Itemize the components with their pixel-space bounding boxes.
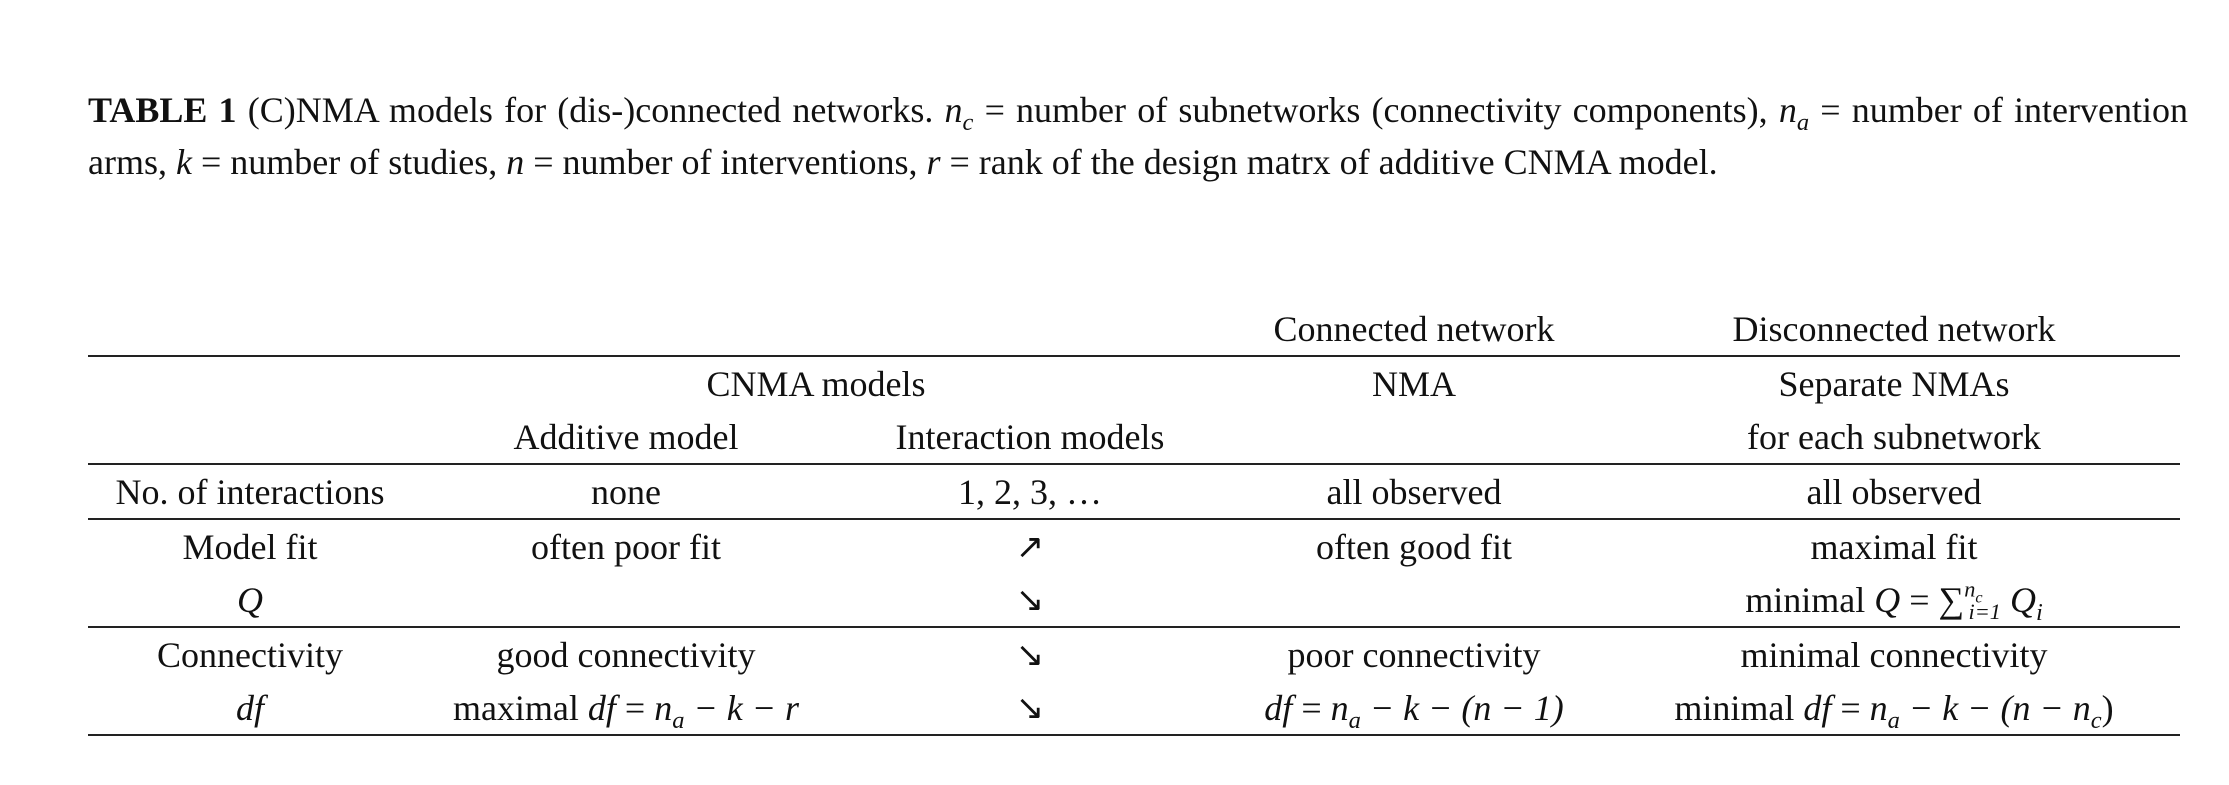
header-disconnected-network: Disconnected network	[1608, 302, 2180, 357]
table-cell: all observed	[1608, 464, 2180, 520]
table-cell: minimal df = na − k − (n − nc)	[1608, 681, 2180, 736]
header-row-submodels: Additive model Interaction models for ea…	[88, 410, 2180, 465]
header-row-network: Connected network Disconnected network	[88, 302, 2180, 357]
row-label: Q	[88, 573, 412, 628]
header-separate-nmas: Separate NMAs	[1778, 363, 2010, 404]
row-label: No. of interactions	[88, 464, 412, 520]
table-row-interactions: No. of interactions none 1, 2, 3, … all …	[88, 464, 2180, 520]
caption-label: TABLE 1	[88, 90, 237, 130]
table-cell: maximal df = na − k − r	[412, 681, 840, 736]
table-cell: none	[412, 464, 840, 520]
table-caption: TABLE 1 (C)NMA models for (dis-)connecte…	[88, 90, 2188, 182]
table-cell: maximal fit	[1810, 526, 1978, 567]
arrow-down-right-icon: ↘	[1015, 634, 1045, 675]
table-cell: minimal Q = ∑nci=1 Qi	[1608, 573, 2180, 628]
header-for-each-subnetwork: for each subnetwork	[1608, 410, 2180, 465]
row-label: Connectivity	[157, 634, 343, 675]
table-cell: minimal connectivity	[1740, 634, 2048, 675]
cnma-table: Connected network Disconnected network C…	[88, 302, 2180, 736]
table-cell: poor connectivity	[1287, 634, 1541, 675]
table-cell: all observed	[1220, 464, 1608, 520]
arrow-up-right-icon: ↗	[1015, 526, 1045, 567]
header-additive-model: Additive model	[412, 410, 840, 465]
table-cell: df = na − k − (n − 1)	[1220, 681, 1608, 736]
header-nma: NMA	[1371, 363, 1456, 404]
table-row-q: Q ↘ minimal Q = ∑nci=1 Qi	[88, 573, 2180, 628]
table-cell: 1, 2, 3, …	[840, 464, 1220, 520]
header-connected-network: Connected network	[1220, 302, 1608, 357]
table-cell: often good fit	[1316, 526, 1512, 567]
header-row-models: CNMA models NMA Separate NMAs	[88, 356, 2180, 410]
table-row-connectivity: Connectivity good connectivity ↘ poor co…	[88, 627, 2180, 681]
table-cell: good connectivity	[496, 634, 756, 675]
table-row-df: df maximal df = na − k − r ↘ df = na − k…	[88, 681, 2180, 736]
header-cnma-models: CNMA models	[706, 363, 926, 404]
row-label: Model fit	[182, 526, 318, 567]
table-row-model-fit: Model fit often poor fit ↗ often good fi…	[88, 519, 2180, 573]
header-interaction-models: Interaction models	[840, 410, 1220, 465]
arrow-down-right-icon: ↘	[840, 573, 1220, 628]
table-cell: often poor fit	[531, 526, 721, 567]
arrow-down-right-icon: ↘	[840, 681, 1220, 736]
row-label: df	[88, 681, 412, 736]
